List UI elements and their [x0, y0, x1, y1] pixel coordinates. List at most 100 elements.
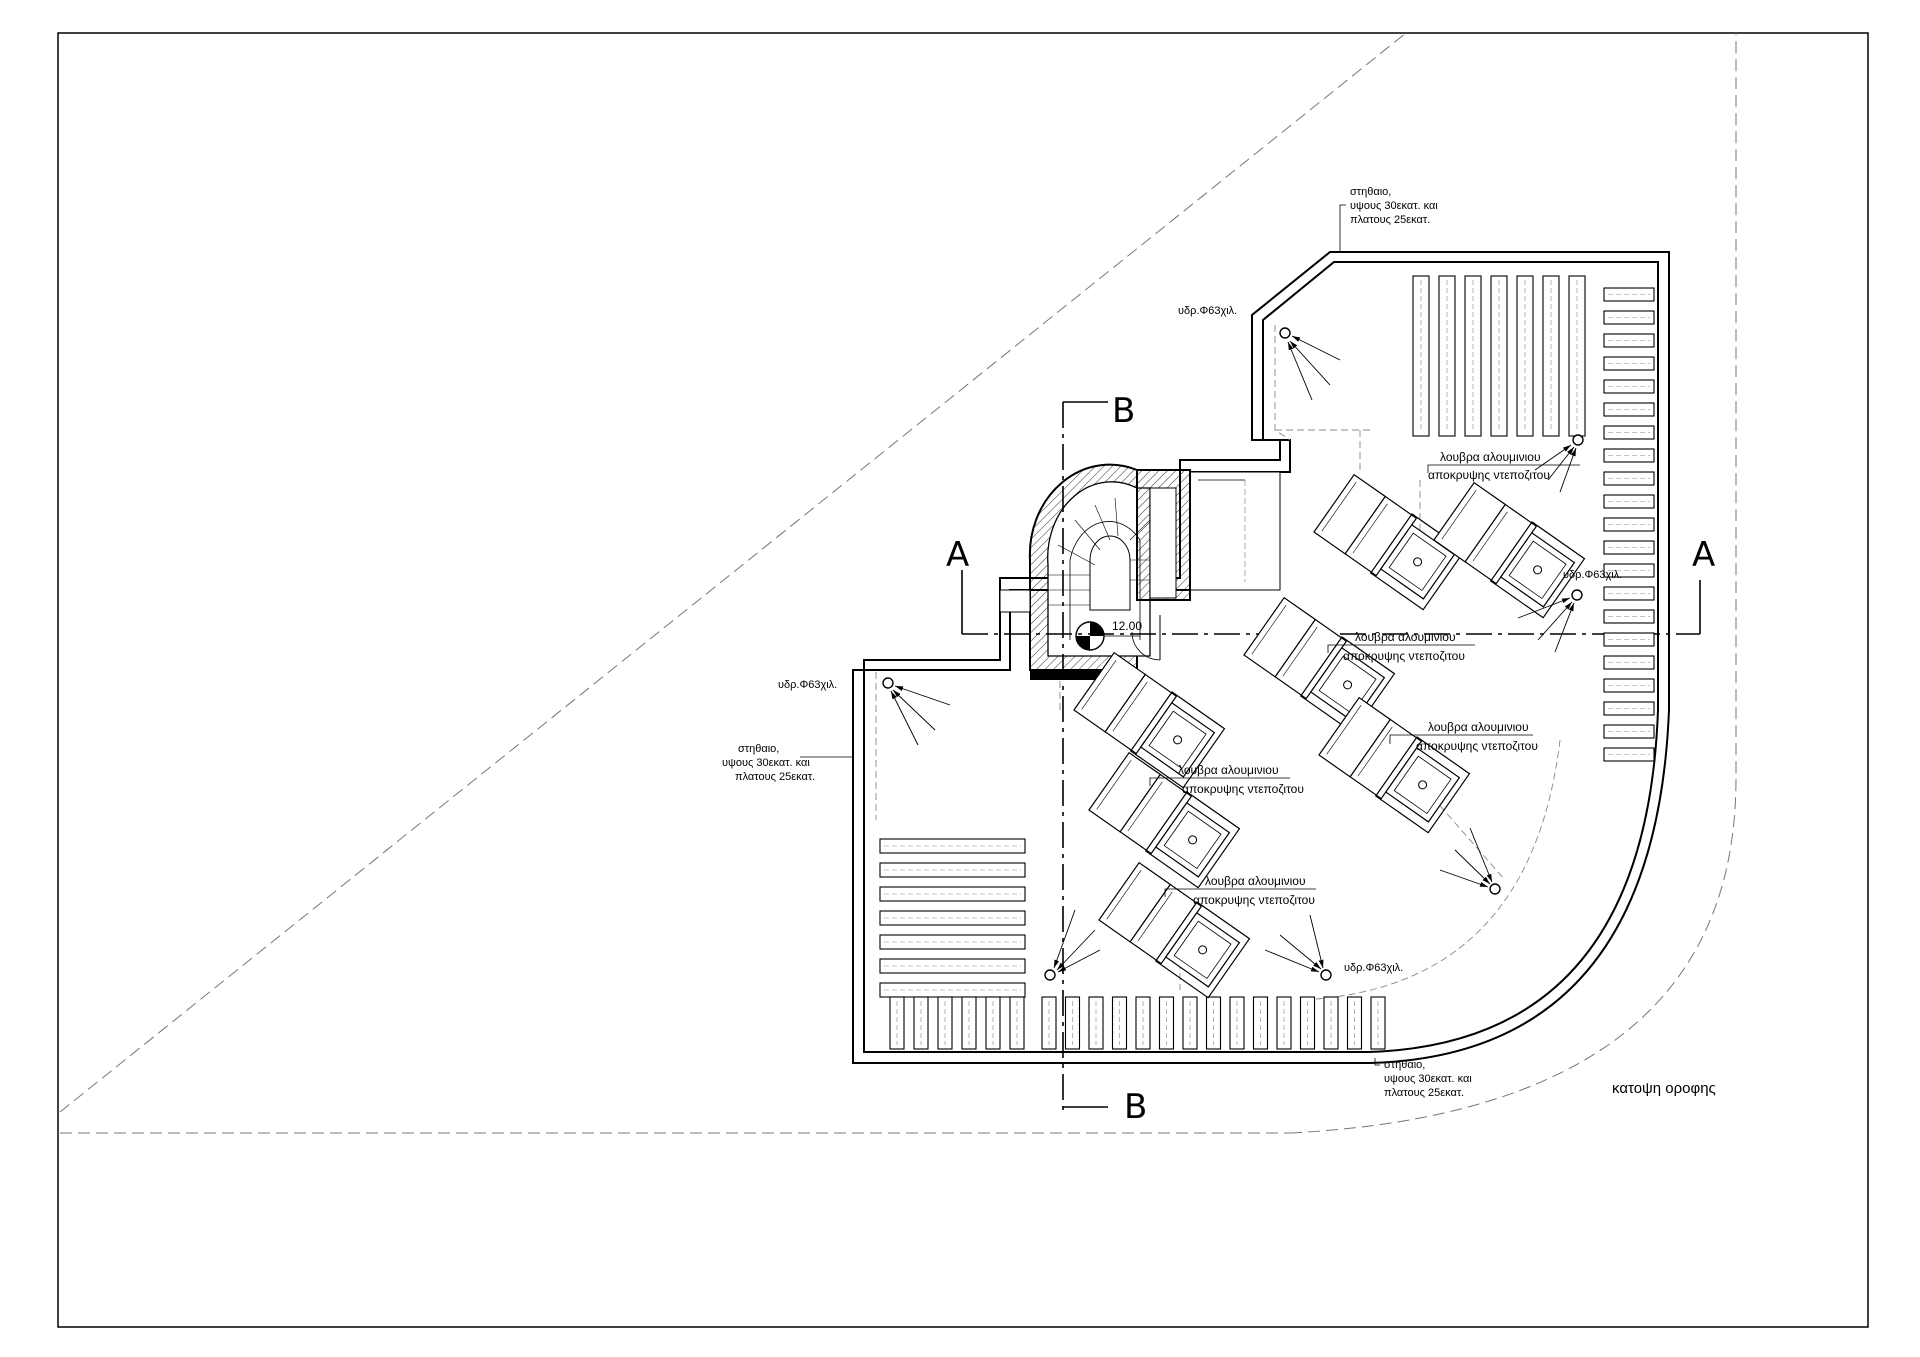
solar-panel	[1346, 996, 1363, 1050]
solar-panel	[913, 996, 929, 1050]
section-b-bottom-label: B	[1124, 1087, 1147, 1127]
louvre-note-3-line1: λουβρα αλουμινιου	[1428, 720, 1529, 734]
solar-panel	[1370, 996, 1386, 1050]
solar-panel	[1276, 996, 1292, 1050]
louvre-note-4-line2: αποκρυψης ντεποζιτου	[1182, 782, 1304, 796]
solar-panel	[961, 996, 977, 1050]
solar-panel	[1412, 275, 1430, 437]
solar-panel	[1568, 275, 1586, 437]
louvre-note-4-line1: λουβρα αλουμινιου	[1178, 763, 1279, 777]
solar-panel	[1464, 275, 1482, 437]
parapet-note-left: στηθαιο, υψους 30εκατ. και πλατους 25εκα…	[722, 743, 815, 783]
louvre-note-1-line1: λουβρα αλουμινιου	[1440, 450, 1541, 464]
solar-panel	[1603, 678, 1655, 693]
section-b-top-label: B	[1112, 391, 1135, 431]
louvre-note-5: λουβρα αλουμινιου αποκρυψης ντεποζιτου	[1193, 874, 1315, 907]
parapet-note-bottom-line3: πλατους 25εκατ.	[1384, 1087, 1464, 1099]
solar-panel	[879, 958, 1026, 974]
solar-panel	[879, 862, 1026, 878]
solar-panel	[1603, 448, 1655, 463]
parapet-note-bottom-line1: στηθαιο,	[1384, 1059, 1425, 1071]
drawing-title: κατοψη οροφης	[1612, 1080, 1716, 1097]
solar-panel	[1111, 996, 1128, 1050]
louvre-note-3: λουβρα αλουμινιου αποκρυψης ντεποζιτου	[1416, 720, 1538, 753]
solar-panel	[1603, 517, 1655, 532]
solar-panel	[937, 996, 953, 1050]
solar-panel	[1603, 632, 1655, 647]
solar-rows-left	[879, 838, 1026, 998]
drain-note-bottom: υδρ.Φ63χιλ.	[1344, 962, 1403, 974]
solar-panel	[985, 996, 1001, 1050]
solar-panel	[1603, 701, 1655, 716]
louvre-note-3-line2: αποκρυψης ντεποζιτου	[1416, 739, 1538, 753]
louvre-note-2-line1: λουβρα αλουμινιου	[1355, 630, 1456, 644]
solar-panel	[1603, 563, 1655, 578]
parapet-note-bottom: στηθαιο, υψους 30εκατ. και πλατους 25εκα…	[1384, 1059, 1472, 1099]
level-marker: 12.00	[1075, 619, 1142, 651]
solar-panel	[1323, 996, 1339, 1050]
solar-panel	[1252, 996, 1269, 1050]
solar-panel	[879, 910, 1026, 926]
section-a-left-label: A	[946, 535, 969, 575]
solar-panel	[1603, 655, 1655, 670]
solar-panel	[1542, 275, 1560, 437]
solar-panel	[1603, 287, 1655, 302]
solar-panel	[1041, 996, 1057, 1050]
solar-panel	[1603, 402, 1655, 417]
solar-panel	[1182, 996, 1198, 1050]
parapet-note-top: στηθαιο, υψους 30εκατ. και πλατους 25εκα…	[1350, 186, 1438, 226]
solar-panel	[1205, 996, 1222, 1050]
solar-rows-top	[1412, 275, 1586, 437]
solar-panel	[1603, 333, 1655, 348]
solar-panel	[1299, 996, 1316, 1050]
louvre-note-5-line1: λουβρα αλουμινιου	[1205, 874, 1306, 888]
louvre-note-2-line2: αποκρυψης ντεποζιτου	[1343, 649, 1465, 663]
section-a-right-label: A	[1692, 535, 1715, 575]
solar-rows-bottom	[889, 996, 1386, 1050]
parapet-note-top-line3: πλατους 25εκατ.	[1350, 214, 1430, 226]
louvre-note-5-line2: αποκρυψης ντεποζιτου	[1193, 893, 1315, 907]
solar-panel	[879, 838, 1026, 854]
plot-boundary-lines	[59, 32, 1737, 1134]
solar-panel	[1603, 724, 1655, 739]
louvre-note-4: λουβρα αλουμινιου αποκρυψης ντεποζιτου	[1178, 763, 1304, 796]
solar-panel	[1490, 275, 1508, 437]
roof-drains	[882, 327, 1584, 981]
solar-panel	[1603, 586, 1655, 601]
louvre-note-2: λουβρα αλουμινιου αποκρυψης ντεποζιτου	[1343, 630, 1465, 663]
parapet-note-top-line2: υψους 30εκατ. και	[1350, 200, 1438, 212]
solar-panel	[1603, 356, 1655, 371]
louvre-note-1: λουβρα αλουμινιου αποκρυψης ντεποζιτου	[1428, 450, 1550, 482]
solar-panel	[879, 934, 1026, 950]
parapet-note-left-line1: στηθαιο,	[738, 743, 779, 755]
solar-panel	[1229, 996, 1245, 1050]
solar-panel	[1603, 540, 1655, 555]
drain-note-right: υδρ.Φ63χιλ.	[1563, 569, 1622, 581]
solar-panel	[1603, 379, 1655, 394]
solar-panel	[879, 886, 1026, 902]
solar-panel	[1603, 471, 1655, 486]
solar-panel	[1009, 996, 1025, 1050]
parapet-note-bottom-line2: υψους 30εκατ. και	[1384, 1073, 1472, 1085]
roof-outline	[852, 251, 1670, 1064]
solar-panel	[879, 982, 1026, 998]
solar-panel	[1603, 747, 1655, 762]
drain-note-top: υδρ.Φ63χιλ.	[1178, 305, 1237, 317]
solar-panel	[1603, 609, 1655, 624]
solar-panel	[1603, 310, 1655, 325]
solar-panel	[1516, 275, 1534, 437]
solar-panel	[1158, 996, 1175, 1050]
solar-panel	[1603, 425, 1655, 440]
sheet-border	[57, 32, 1869, 1328]
solar-panel	[1438, 275, 1456, 437]
parapet-note-top-line1: στηθαιο,	[1350, 186, 1391, 198]
solar-panel	[889, 996, 905, 1050]
solar-panel	[1088, 996, 1104, 1050]
parapet-note-left-line2: υψους 30εκατ. και	[722, 757, 810, 769]
solar-panel	[1135, 996, 1151, 1050]
drain-note-left: υδρ.Φ63χιλ.	[778, 679, 837, 691]
parapet-note-left-line3: πλατους 25εκατ.	[735, 771, 815, 783]
stair-core	[999, 463, 1281, 680]
leader-lines	[800, 204, 1580, 1066]
